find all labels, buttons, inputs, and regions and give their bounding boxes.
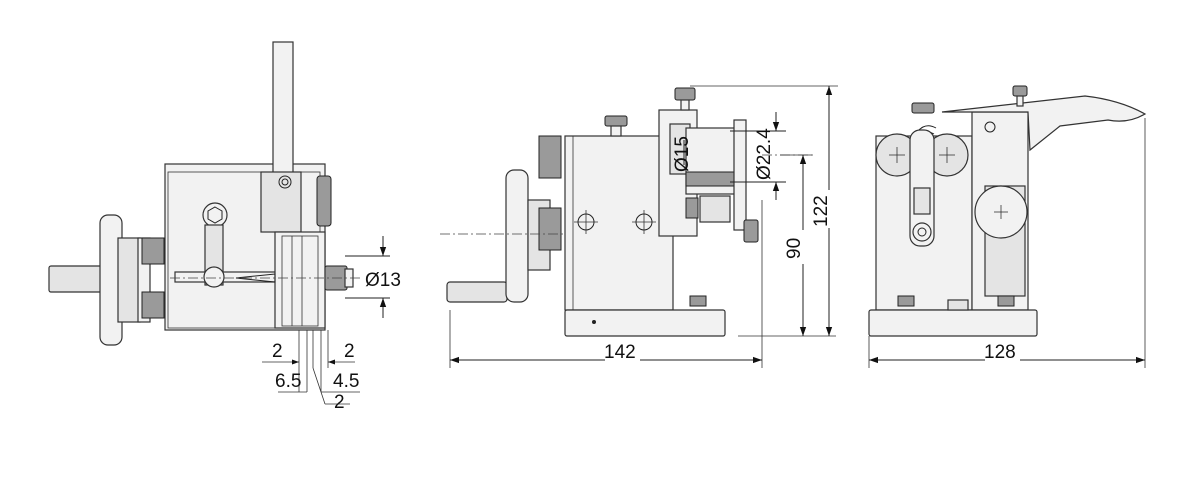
side-view: Ø15 Ø22.4 xyxy=(440,87,815,337)
dim-dia15: Ø15 xyxy=(672,136,693,172)
dim-142: 142 xyxy=(604,342,636,363)
dim-bottom-2: 2 xyxy=(334,392,345,413)
dim-dia13: Ø13 xyxy=(365,270,401,291)
dim-122: 122 xyxy=(811,195,832,227)
dim-128: 128 xyxy=(984,342,1016,363)
rear-view xyxy=(868,85,1147,337)
rear-lever xyxy=(941,95,1147,152)
dim-6-5: 6.5 xyxy=(275,371,301,392)
dim-dia22-4: Ø22.4 xyxy=(754,128,775,180)
dim-right-2: 2 xyxy=(344,341,355,362)
dim-90: 90 xyxy=(784,238,805,259)
front-view xyxy=(48,41,360,346)
side-dimensions: 142 90 122 xyxy=(449,85,838,368)
side-base xyxy=(564,309,726,337)
rear-base xyxy=(868,309,1038,337)
side-crank-grip xyxy=(446,281,508,303)
side-body xyxy=(564,135,674,311)
rear-dimensions: 128 xyxy=(868,118,1146,368)
dim-4-5: 4.5 xyxy=(333,371,359,392)
dim-left-2: 2 xyxy=(272,341,283,362)
front-dimensions: Ø13 2 2 6.5 4.5 2 xyxy=(262,236,401,413)
